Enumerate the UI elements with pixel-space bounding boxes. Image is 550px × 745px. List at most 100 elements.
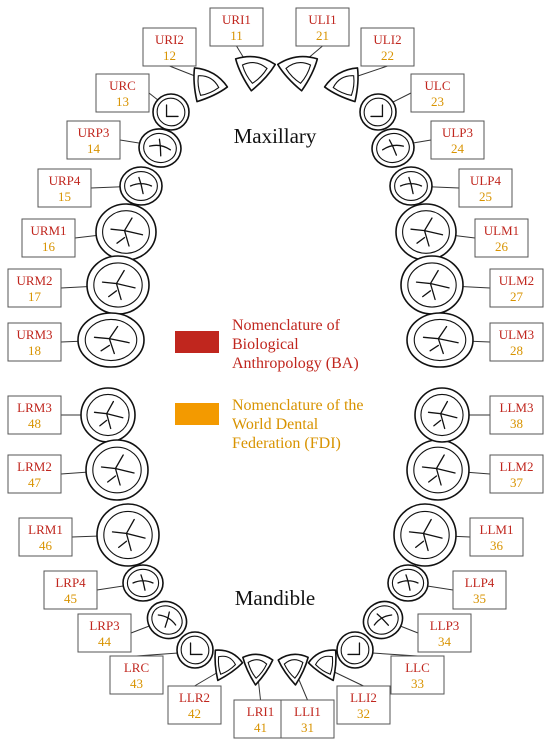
legend-text-fdi: Nomenclature of the World Dental Federat…: [232, 397, 368, 452]
tooth-lrm1-inner: [103, 510, 153, 560]
tooth-ulp4-fissure: [399, 176, 423, 195]
tooth-urc-inner: [156, 97, 186, 127]
tooth-lrm3-fissure: [93, 400, 124, 430]
label-ba-urc: URC: [109, 78, 136, 93]
tooth-lrp3-fissure: [157, 611, 177, 628]
label-box-urp3: [66, 120, 121, 160]
label-box-lli1: [280, 699, 335, 739]
label-ba-lli2: LLI2: [350, 690, 377, 705]
tooth-ulm2: [400, 255, 464, 315]
label-ba-uli1: ULI1: [308, 12, 336, 27]
tooth-llm3: [414, 387, 470, 443]
label-box-lrm2: [7, 454, 62, 494]
tooth-llc-fissure: [347, 642, 361, 656]
tooth-llp3-inner: [367, 605, 399, 635]
label-box-lrp3: [77, 613, 132, 653]
label-box-ulc: [410, 73, 465, 113]
tooth-ulm2-fissure: [415, 269, 450, 301]
teeth-group: [77, 55, 474, 686]
label-ba-lli1: LLI1: [294, 704, 321, 719]
tooth-lrp4-fissure: [132, 574, 154, 591]
label-box-uli1: [295, 7, 350, 47]
maxillary-title: Maxillary: [234, 124, 317, 148]
legend: Nomenclature of Biological Anthropology …: [175, 317, 368, 452]
label-box-urm2: [7, 268, 62, 308]
label-fdi-uli2: 22: [381, 48, 394, 63]
tooth-llm2: [406, 439, 470, 501]
tooth-ulp3-fissure: [382, 139, 404, 156]
tooth-ulm3: [406, 312, 474, 368]
label-box-llp3: [417, 613, 472, 653]
tooth-llm1-fissure: [408, 518, 443, 552]
tooth-ulp3: [371, 128, 415, 168]
label-fdi-ulm2: 27: [510, 289, 524, 304]
label-box-lli2: [336, 685, 391, 725]
label-ba-llm1: LLM1: [480, 522, 514, 537]
tooth-urc: [152, 93, 190, 131]
label-ba-llp3: LLP3: [430, 618, 460, 633]
tooth-lli2: [307, 649, 337, 682]
label-ba-urm1: URM1: [30, 223, 66, 238]
label-fdi-ulc: 23: [431, 94, 444, 109]
tooth-urp3: [138, 128, 182, 168]
label-fdi-uri2: 12: [163, 48, 176, 63]
label-box-lrp4: [43, 570, 98, 610]
tooth-ulm2-inner: [407, 262, 457, 308]
label-ba-ulm1: ULM1: [484, 223, 519, 238]
tooth-lrm2-outline: [85, 439, 149, 501]
mandible-title: Mandible: [235, 586, 315, 610]
label-ba-uri2: URI2: [155, 32, 184, 47]
label-box-lrm3: [7, 395, 62, 435]
tooth-llm1: [393, 503, 457, 567]
label-ba-urp4: URP4: [49, 173, 81, 188]
tooth-lrp4: [122, 564, 164, 602]
tooth-ulp4: [389, 166, 433, 206]
tooth-lri1-inner: [247, 659, 268, 679]
tooth-ulm3-inner: [413, 318, 467, 362]
tooth-urm1: [95, 203, 157, 261]
tooth-llc-inner: [340, 635, 370, 665]
tooth-urp4-fissure: [129, 176, 153, 195]
tooth-llm2-outline: [406, 439, 470, 501]
label-fdi-llm3: 38: [510, 416, 523, 431]
tooth-ulp3-inner: [376, 132, 410, 164]
label-box-uri2: [142, 27, 197, 67]
tooth-urm2-inner: [93, 262, 143, 308]
tooth-llp4-inner: [391, 568, 425, 598]
tooth-lrm1-outline: [96, 503, 160, 567]
tooth-llm2-fissure: [421, 454, 456, 486]
label-box-urp4: [37, 168, 92, 208]
tooth-lrm3-inner: [86, 393, 130, 437]
tooth-uli1-inner: [285, 62, 312, 84]
label-fdi-lli2: 32: [357, 706, 370, 721]
tooth-ulm1-inner: [402, 210, 450, 254]
tooth-lrm1-fissure: [111, 518, 146, 552]
tooth-urm2-fissure: [101, 269, 136, 301]
tooth-llp3: [362, 600, 404, 640]
tooth-urp3-inner: [143, 132, 177, 164]
label-fdi-lrc: 43: [130, 676, 143, 691]
tooth-lli2-inner: [314, 655, 334, 675]
tooth-lrp3: [146, 600, 188, 640]
tooth-urc-outline: [152, 93, 190, 131]
label-ba-lrm3: LRM3: [17, 400, 52, 415]
label-box-lri1: [233, 699, 288, 739]
